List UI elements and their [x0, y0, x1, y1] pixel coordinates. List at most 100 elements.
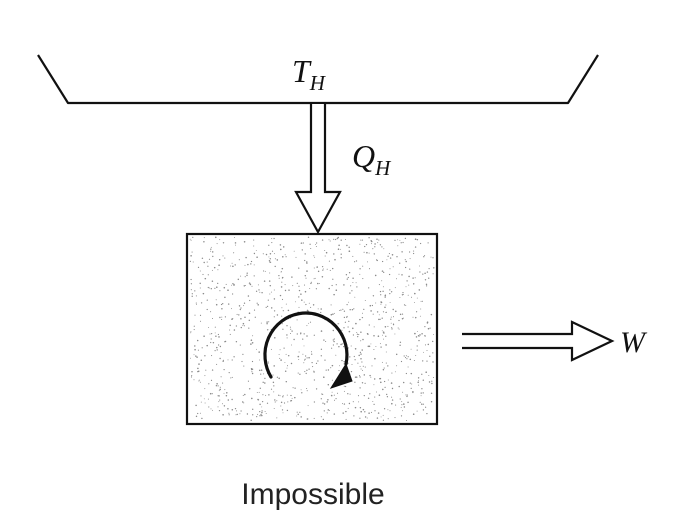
stipple-dot: [422, 360, 424, 362]
stipple-dot: [419, 334, 421, 336]
stipple-dot: [262, 253, 264, 255]
stipple-dot: [324, 250, 326, 251]
stipple-dot: [402, 241, 404, 244]
stipple-dot: [265, 306, 267, 308]
stipple-dot: [401, 313, 404, 315]
stipple-dot: [337, 323, 339, 325]
stipple-dot: [385, 311, 387, 314]
stipple-dot: [372, 401, 374, 402]
stipple-dot: [197, 367, 199, 370]
stipple-dot: [229, 329, 231, 331]
stipple-dot: [306, 270, 308, 272]
stipple-dot: [359, 365, 361, 367]
stipple-dot: [217, 385, 219, 387]
stipple-dot: [377, 412, 380, 414]
stipple-dot: [374, 243, 376, 245]
stipple-dot: [306, 390, 308, 392]
stipple-dot: [266, 321, 268, 323]
stipple-dot: [259, 415, 261, 417]
stipple-dot: [380, 381, 382, 384]
stipple-dot: [426, 271, 429, 273]
stipple-dot: [215, 303, 218, 306]
stipple-dot: [371, 304, 374, 307]
stipple-dot: [364, 416, 367, 418]
stipple-dot: [374, 410, 376, 412]
stipple-dot: [306, 262, 308, 264]
stipple-dot: [340, 248, 342, 250]
stipple-dot: [358, 334, 360, 336]
stipple-dot: [210, 379, 213, 382]
stipple-dot: [344, 321, 347, 323]
stipple-dot: [362, 408, 365, 411]
stipple-dot: [382, 388, 384, 391]
stipple-dot: [286, 334, 288, 336]
stipple-dot: [383, 271, 385, 274]
stipple-dot: [197, 412, 199, 415]
stipple-dot: [432, 257, 434, 259]
stipple-dot: [297, 355, 300, 358]
stipple-dot: [284, 284, 286, 286]
stipple-dot: [281, 267, 284, 270]
stipple-dot: [248, 319, 251, 322]
stipple-dot: [214, 287, 216, 289]
stipple-dot: [283, 402, 286, 404]
stipple-dot: [224, 389, 226, 391]
stipple-dot: [422, 392, 424, 394]
stipple-dot: [398, 385, 400, 388]
stipple-dot: [343, 360, 345, 363]
stipple-dot: [296, 411, 298, 413]
stipple-dot: [262, 381, 264, 384]
stipple-dot: [313, 267, 315, 269]
stipple-dot: [283, 347, 285, 349]
stipple-dot: [307, 418, 309, 420]
stipple-dot: [416, 345, 418, 347]
stipple-dot: [378, 318, 380, 321]
stipple-dot: [211, 369, 214, 371]
stipple-dot: [433, 267, 435, 269]
stipple-dot: [243, 241, 246, 243]
stipple-dot: [320, 308, 322, 310]
stipple-dot: [323, 339, 325, 341]
stipple-dot: [362, 265, 364, 267]
stipple-dot: [399, 262, 401, 264]
stipple-dot: [363, 394, 365, 397]
stipple-dot: [379, 290, 382, 293]
stipple-dot: [214, 326, 216, 328]
stipple-dot: [320, 330, 323, 332]
stipple-dot: [276, 376, 279, 378]
stipple-dot: [390, 291, 393, 293]
stipple-dot: [337, 248, 340, 250]
stipple-dot: [318, 283, 320, 284]
stipple-dot: [428, 277, 430, 279]
stipple-dot: [297, 372, 299, 374]
stipple-dot: [250, 260, 253, 263]
stipple-dot: [338, 345, 340, 348]
stipple-dot: [422, 379, 425, 381]
stipple-dot: [332, 313, 334, 315]
stipple-dot: [384, 294, 387, 296]
stipple-dot: [244, 393, 246, 396]
stipple-dot: [426, 350, 428, 351]
stipple-dot: [389, 292, 391, 295]
stipple-dot: [424, 272, 426, 275]
stipple-dot: [415, 316, 417, 319]
stipple-dot: [294, 387, 296, 389]
stipple-dot: [404, 266, 407, 269]
stipple-dot: [427, 343, 430, 346]
stipple-dot: [397, 245, 399, 247]
stipple-dot: [372, 248, 374, 250]
stipple-dot: [369, 393, 371, 395]
stipple-dot: [265, 394, 267, 396]
stipple-dot: [358, 401, 360, 403]
stipple-dot: [419, 315, 421, 317]
stipple-dot: [278, 377, 280, 380]
stipple-dot: [250, 368, 253, 370]
stipple-dot: [285, 303, 287, 305]
stipple-dot: [431, 382, 433, 385]
stipple-dot: [281, 307, 283, 309]
stipple-dot: [211, 409, 213, 411]
stipple-dot: [314, 256, 316, 258]
stipple-dot: [366, 251, 368, 254]
stipple-dot: [321, 393, 323, 395]
stipple-dot: [211, 317, 214, 320]
